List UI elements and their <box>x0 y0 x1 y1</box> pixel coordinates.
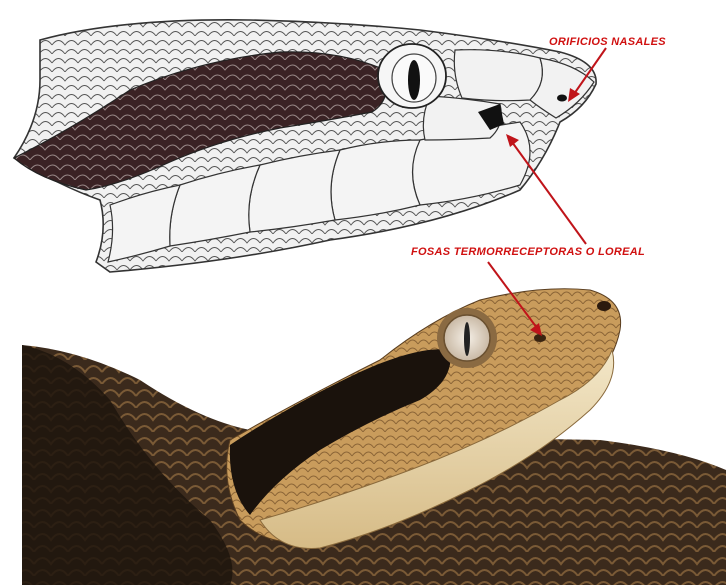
illustration-eye <box>378 44 446 108</box>
illustration-pupil <box>408 60 420 100</box>
label-nasal-openings: ORIFICIOS NASALES <box>549 36 666 48</box>
illustration-nostril <box>557 95 567 102</box>
photo-loreal-pit <box>534 334 546 342</box>
label-loreal-pits: FOSAS TERMORRECEPTORAS O LOREAL <box>411 246 645 258</box>
illustration-snake-head <box>14 20 596 272</box>
photo-nostril <box>597 301 611 311</box>
photo-snake-head <box>22 289 726 585</box>
photo-pupil <box>464 322 470 356</box>
photo-eye <box>437 308 497 368</box>
